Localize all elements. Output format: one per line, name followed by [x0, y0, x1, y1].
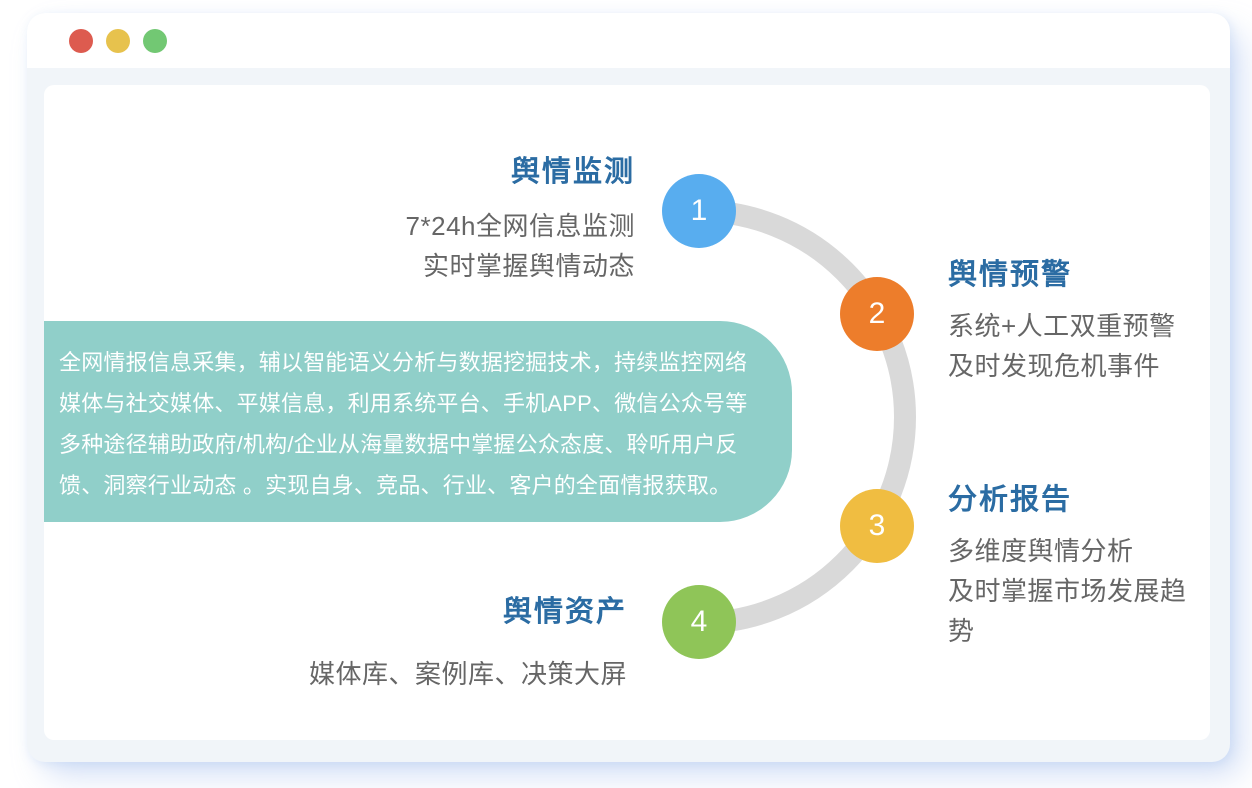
window-titlebar — [27, 13, 1230, 68]
step-node-2: 2 — [840, 277, 914, 351]
description-box: 全网情报信息采集，辅以智能语义分析与数据挖掘技术，持续监控网络 媒体与社交媒体、… — [44, 321, 792, 522]
step-description-line: 媒体库、案例库、决策大屏 — [308, 659, 627, 689]
step-node-4: 4 — [662, 585, 736, 659]
description-line: 多种途径辅助政府/机构/企业从海量数据中掌握公众态度、聆听用户反 — [59, 432, 738, 457]
step-description-line: 及时掌握市场发展趋势 — [948, 576, 1187, 646]
step-number: 2 — [868, 297, 886, 330]
step-block-warning: 舆情预警 系统+人工双重预警 及时发现危机事件 — [948, 251, 1176, 386]
step-number: 3 — [868, 509, 886, 542]
step-number: 1 — [690, 194, 708, 227]
content-card: 全网情报信息采集，辅以智能语义分析与数据挖掘技术，持续监控网络 媒体与社交媒体、… — [44, 85, 1210, 740]
step-description-line: 7*24h全网信息监测 — [405, 211, 635, 241]
step-block-report: 分析报告 多维度舆情分析 及时掌握市场发展趋势 — [948, 476, 1210, 651]
step-title: 舆情预警 — [948, 259, 1073, 291]
step-description-line: 多维度舆情分析 — [948, 536, 1134, 566]
description-line: 全网情报信息采集，辅以智能语义分析与数据挖掘技术，持续监控网络 — [59, 350, 748, 375]
flow-arc-path — [698, 200, 916, 634]
step-number: 4 — [690, 605, 708, 638]
step-description-line: 系统+人工双重预警 — [948, 311, 1176, 341]
step-title: 分析报告 — [948, 484, 1073, 516]
step-block-monitoring: 舆情监测 7*24h全网信息监测 实时掌握舆情动态 — [406, 148, 635, 286]
maximize-window-icon[interactable] — [143, 28, 167, 53]
step-title: 舆情监测 — [510, 156, 635, 188]
step-description-line: 实时掌握舆情动态 — [422, 251, 635, 281]
description-line: 媒体与社交媒体、平媒信息，利用系统平台、手机APP、微信公众号等 — [59, 391, 748, 416]
step-node-1: 1 — [662, 174, 736, 248]
description-line: 馈、洞察行业动态 。实现自身、竞品、行业、客户的全面情报获取。 — [59, 473, 732, 498]
step-node-3: 3 — [840, 489, 914, 563]
step-block-assets: 舆情资产 媒体库、案例库、决策大屏 — [309, 588, 627, 694]
step-description-line: 及时发现危机事件 — [948, 351, 1161, 381]
close-window-icon[interactable] — [69, 28, 93, 53]
minimize-window-icon[interactable] — [106, 28, 130, 53]
step-title: 舆情资产 — [502, 596, 627, 628]
flow-diagram — [698, 200, 916, 634]
app-window: 全网情报信息采集，辅以智能语义分析与数据挖掘技术，持续监控网络 媒体与社交媒体、… — [27, 13, 1230, 762]
